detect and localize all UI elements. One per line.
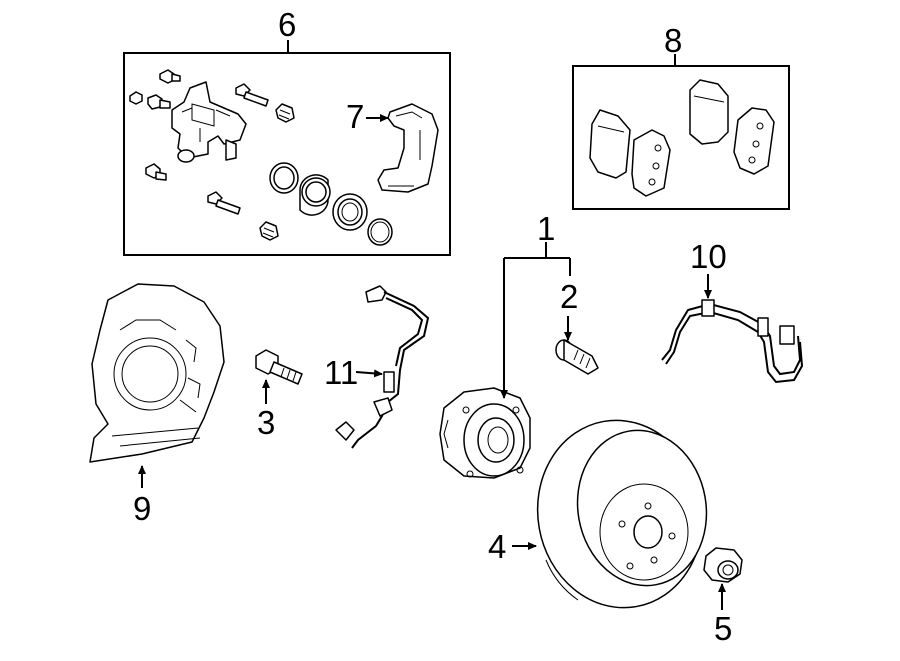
caliper-bracket (377, 103, 439, 193)
callout-9: 9 (133, 490, 151, 527)
abs-sensor (335, 285, 430, 449)
caliper-kit-group (123, 40, 451, 256)
brake-pad-2 (631, 129, 671, 197)
piston-seal (269, 162, 299, 194)
brake-pad-4 (733, 107, 775, 175)
callout-1-leaders (500, 242, 571, 399)
brake-hose (661, 299, 804, 384)
piston (299, 174, 331, 216)
pin-boot-lower (259, 221, 279, 241)
guide-pin-lower (207, 191, 241, 215)
caliper-kit-box (123, 52, 451, 256)
callout-2: 2 (560, 278, 578, 315)
hub-bearing-assembly (439, 387, 531, 479)
callout-3: 3 (257, 404, 275, 441)
brake-pads-group (572, 54, 790, 210)
brake-rotor (536, 419, 708, 609)
o-ring (367, 218, 393, 246)
callout-7: 7 (346, 98, 364, 135)
callout-6: 6 (278, 6, 296, 43)
wheel-stud (555, 339, 599, 375)
dust-shield (89, 283, 225, 463)
guide-bolt-lower-left (145, 163, 167, 181)
lug-nut (703, 547, 743, 583)
callout-4: 4 (488, 528, 506, 565)
callout-1: 1 (537, 210, 555, 247)
callout-8: 8 (664, 22, 682, 59)
bleeder-screw (159, 69, 181, 84)
callout-10: 10 (690, 238, 727, 275)
dust-boot (332, 193, 368, 231)
brake-pad-1 (589, 109, 631, 179)
guide-pin-upper (235, 83, 269, 107)
bleeder-cap (129, 91, 171, 110)
mounting-bolt (255, 349, 303, 385)
caliper-housing (171, 81, 247, 163)
brake-pad-3 (689, 79, 729, 145)
callout-11-leader (355, 369, 383, 378)
callout-5: 5 (714, 610, 732, 647)
callout-11: 11 (324, 354, 358, 391)
pin-boot-upper (275, 103, 295, 123)
